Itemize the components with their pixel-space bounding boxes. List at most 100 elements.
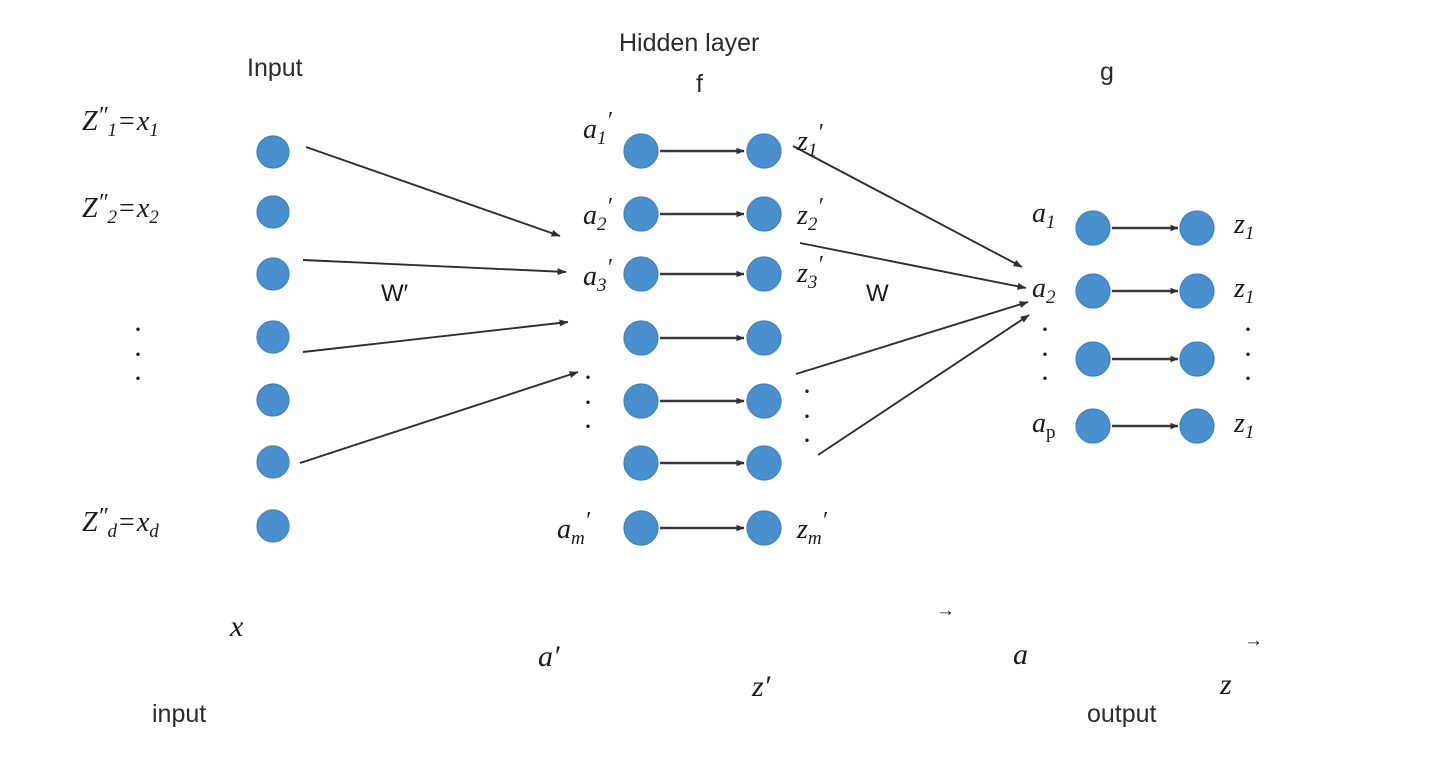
hidden-label-a2-prime: ′: [606, 194, 612, 220]
hidden-label-a1-prime: ′: [606, 108, 612, 134]
output-z-node[interactable]: [1179, 210, 1215, 246]
hidden-label-a1: a1′: [583, 108, 612, 148]
input-label-z1: Z″1=x1: [82, 103, 159, 142]
output-label-a2-sub: 2: [1046, 287, 1056, 309]
vector-arrow-accent: →: [1220, 660, 1430, 679]
hidden-label-a2: a2′: [583, 194, 612, 234]
hidden-a-node[interactable]: [623, 510, 659, 546]
output-label-a2: a2: [1032, 273, 1056, 309]
output-label-z2-base: z: [1234, 273, 1245, 304]
hidden-a-node[interactable]: [623, 383, 659, 419]
input-label-z1-dprime: ″: [97, 103, 108, 129]
vector-label-a: → a: [1013, 640, 1430, 670]
input-node[interactable]: [256, 445, 290, 479]
w-prime-arrow: [302, 259, 567, 276]
output-a-node[interactable]: [1075, 341, 1111, 377]
input-node[interactable]: [256, 135, 290, 169]
hidden-label-a2-base: a: [583, 199, 597, 231]
hidden-z-node[interactable]: [746, 320, 782, 356]
ellipsis-dot: ·: [1040, 313, 1050, 346]
output-label-zp-sub: 1: [1244, 422, 1255, 444]
hidden-z-node[interactable]: [746, 383, 782, 419]
ellipsis-dot: ·: [583, 361, 593, 394]
output-z-node[interactable]: [1179, 408, 1215, 444]
hidden-z-node[interactable]: [746, 256, 782, 292]
input-label-z2: Z″2=x2: [82, 191, 159, 229]
input-header: Input: [247, 54, 303, 82]
output-label-z1: z1: [1234, 211, 1255, 245]
output-label-z2: z1: [1234, 273, 1255, 309]
output-activation-header: g: [1100, 58, 1114, 86]
w-connections: [792, 145, 1030, 456]
output-label-ap: ap: [1032, 408, 1056, 444]
input-footer: input: [152, 700, 207, 728]
input-label-zd-dprime: ″: [97, 504, 108, 530]
input-label-zd-rhs-sub: d: [149, 521, 159, 543]
ellipsis-dot: ·: [802, 399, 812, 433]
vector-label-a-body: a: [1013, 638, 1028, 671]
hidden-z-ellipsis: · · ·: [802, 377, 812, 464]
input-label-z1-base: Z: [82, 106, 98, 138]
input-label-z1-rhs-sub: 1: [149, 120, 159, 142]
hidden-label-zm-sub: m: [807, 528, 822, 550]
hidden-a-node[interactable]: [623, 196, 659, 232]
hidden-z-node[interactable]: [746, 510, 782, 546]
ellipsis-dot: ·: [1243, 362, 1253, 396]
hidden-a-node[interactable]: [623, 133, 659, 169]
hidden-label-am: am′: [557, 509, 590, 550]
hidden-z-node[interactable]: [746, 196, 782, 232]
hidden-label-z3-prime: ′: [817, 252, 823, 278]
output-z-ellipsis: · · ·: [1243, 315, 1253, 398]
input-label-z2-base: Z: [82, 193, 98, 225]
input-node[interactable]: [256, 509, 290, 543]
input-label-z2-rhs-sub: 2: [149, 207, 159, 229]
input-label-z2-sub: 2: [107, 207, 118, 229]
hidden-label-z1-sub: 1: [807, 140, 818, 162]
output-footer: output: [1087, 700, 1157, 728]
hidden-z-node[interactable]: [746, 133, 782, 169]
output-label-z1-sub: 1: [1244, 223, 1255, 245]
ellipsis-dot: ·: [133, 313, 143, 346]
output-label-a2-base: a: [1032, 273, 1046, 304]
hidden-label-a3-base: a: [583, 260, 597, 292]
vector-label-z-body: z: [1220, 668, 1232, 701]
output-label-ap-base: a: [1032, 408, 1046, 439]
hidden-z-node[interactable]: [746, 445, 782, 481]
ellipsis-dot: ·: [133, 337, 143, 371]
w-prime-connections: [299, 146, 579, 464]
input-node[interactable]: [256, 257, 290, 291]
hidden-a-node[interactable]: [623, 320, 659, 356]
hidden-label-z3-sub: 3: [807, 272, 818, 294]
output-label-z2-sub: 1: [1244, 287, 1255, 309]
output-label-ap-sub: p: [1046, 422, 1056, 444]
hidden-a-node[interactable]: [623, 256, 659, 292]
hidden-layer-nodes: [623, 133, 782, 546]
output-a-node[interactable]: [1075, 210, 1111, 246]
output-label-a1-sub: 1: [1046, 212, 1056, 234]
hidden-label-am-sub: m: [571, 528, 585, 550]
hidden-a-node[interactable]: [623, 445, 659, 481]
input-node[interactable]: [256, 383, 290, 417]
w-prime-arrow: [305, 146, 561, 237]
input-label-z1-eq: =: [119, 106, 135, 138]
vector-label-a-prime-body: a′: [538, 640, 560, 673]
output-a-node[interactable]: [1075, 408, 1111, 444]
hidden-label-am-base: a: [557, 513, 571, 545]
w-arrow: [817, 314, 1030, 456]
input-node[interactable]: [256, 195, 290, 229]
weight-w-label: W: [866, 280, 889, 307]
input-label-z1-rhs: x: [136, 106, 150, 138]
ellipsis-dot: ·: [1040, 362, 1050, 396]
input-label-zd-sub: d: [107, 521, 118, 543]
input-node[interactable]: [256, 320, 290, 354]
hidden-layer-header: Hidden layer: [619, 29, 760, 57]
hidden-label-a3-sub: 3: [597, 275, 607, 297]
output-z-node[interactable]: [1179, 273, 1215, 309]
input-layer-ellipsis: · · ·: [133, 313, 143, 402]
output-a-node[interactable]: [1075, 273, 1111, 309]
vector-label-z-prime-body: z′: [752, 670, 771, 703]
ellipsis-dot: ·: [1243, 337, 1253, 371]
output-z-node[interactable]: [1179, 341, 1215, 377]
input-label-z2-eq: =: [119, 193, 135, 225]
